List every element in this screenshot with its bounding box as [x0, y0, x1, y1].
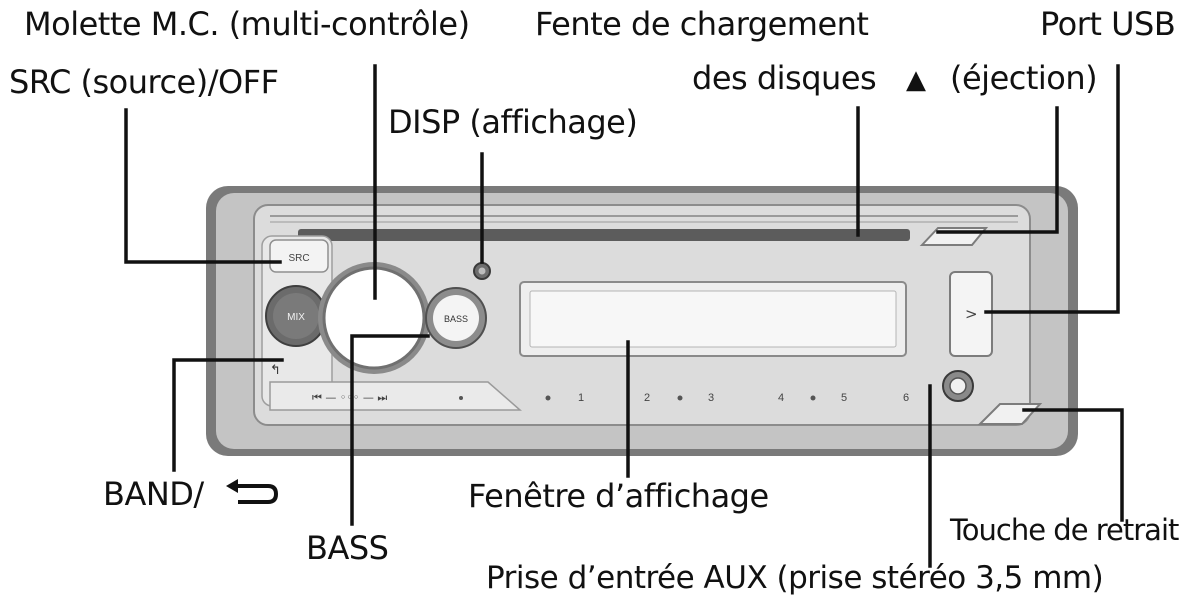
preset-dot	[810, 395, 816, 401]
preset-key-2[interactable]: 2	[644, 392, 650, 404]
back-arrow-icon	[224, 478, 280, 510]
display-window-inner	[529, 290, 897, 348]
leader-src	[124, 108, 282, 264]
usb-port[interactable]	[949, 271, 993, 357]
band-key-label: ↰	[270, 363, 281, 378]
src-key-label: SRC	[288, 253, 309, 264]
label-usb: Port USB	[1040, 5, 1176, 43]
transport-strip	[269, 381, 522, 411]
label-fenetre: Fenêtre d’affichage	[468, 477, 769, 515]
label-fente-line2: des disques	[692, 59, 877, 97]
leader-eject	[936, 106, 1059, 234]
label-molette: Molette M.C. (multi-contrôle)	[24, 5, 470, 43]
preset-key-1[interactable]: 1	[578, 392, 584, 404]
leader-lines	[124, 64, 1124, 568]
back-arrow-head	[226, 479, 238, 493]
leader-bass	[350, 334, 430, 526]
preset-key-6[interactable]: 6	[903, 392, 909, 404]
eject-icon: ▲	[906, 65, 926, 95]
label-retrait: Touche de retrait	[950, 513, 1179, 547]
disp-button-center	[478, 267, 486, 275]
label-fente-line1: Fente de chargement	[535, 5, 869, 43]
disc-slot	[298, 229, 910, 241]
preset-key-5[interactable]: 5	[841, 392, 847, 404]
back-arrow-icon-svg	[226, 479, 279, 504]
label-bass: BASS	[306, 529, 389, 567]
aux-jack-hole	[949, 377, 967, 395]
label-disp: DISP (affichage)	[388, 103, 638, 141]
label-src: SRC (source)/OFF	[9, 63, 279, 101]
preset-key-3[interactable]: 3	[708, 392, 714, 404]
leader-usb	[984, 64, 1120, 314]
label-band: BAND/	[103, 475, 204, 513]
preset-key-4[interactable]: 4	[778, 392, 784, 404]
usb-port-symbol: >	[965, 305, 978, 323]
label-eject: (éjection)	[950, 59, 1098, 97]
mix-key-label: MIX	[287, 312, 305, 323]
preset-dot	[545, 395, 551, 401]
bass-key-center	[433, 295, 479, 341]
src-key[interactable]	[269, 239, 329, 273]
mix-key-center	[273, 293, 319, 339]
preset-dot	[677, 395, 683, 401]
leader-retrait	[1022, 408, 1124, 522]
transport-dot	[459, 396, 463, 400]
leader-band	[172, 358, 284, 472]
back-arrow-path	[234, 484, 279, 504]
preset-row: 1 2 3 4 5 6	[545, 392, 909, 404]
label-aux: Prise d’entrée AUX (prise stéréo 3,5 mm)	[486, 560, 1104, 596]
bass-key-label: BASS	[444, 314, 468, 324]
transport-label: ⏮ — ◦◦◦ — ⏭	[312, 391, 387, 404]
